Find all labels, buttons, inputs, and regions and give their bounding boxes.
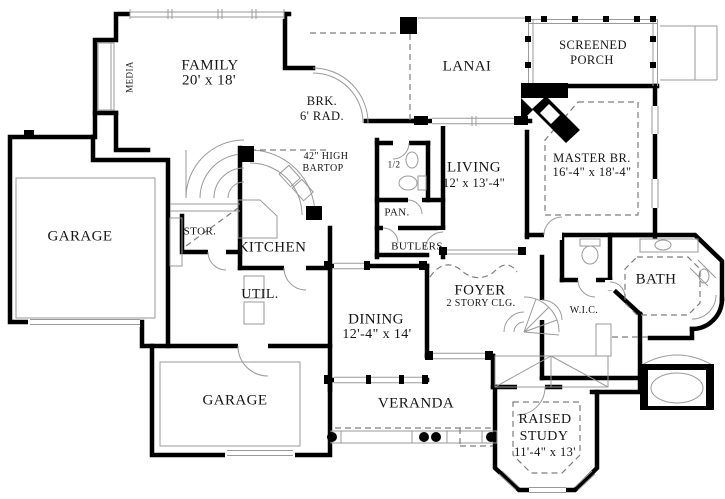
bathtub-icon <box>640 364 714 410</box>
window-jambs <box>324 116 528 384</box>
room-label-study-1: RAISED <box>518 412 572 427</box>
room-label-family: FAMILY <box>181 57 239 74</box>
room-label-bath: BATH <box>635 271 677 288</box>
room-label-butlers: BUTLERS <box>391 240 443 253</box>
label-bartop-2: BARTOP <box>302 163 344 174</box>
room-label-screened: SCREENED <box>559 37 627 52</box>
room-label-media: MEDIA <box>124 61 135 93</box>
room-label-util: UTIL. <box>241 287 279 302</box>
room-label-wic: W.I.C. <box>569 305 599 316</box>
walls <box>7 11 725 493</box>
room-dims-family: 20' x 18' <box>181 72 237 89</box>
room-dims-brk: 6' RAD. <box>300 108 344 123</box>
lanai-column <box>400 17 417 34</box>
room-label-lanai: LANAI <box>442 58 492 75</box>
solid-elements <box>24 16 714 442</box>
wall-pilaster <box>24 130 34 138</box>
label-bartop-1: 42" HIGH <box>303 151 349 162</box>
bartop-end <box>306 206 322 220</box>
thin-details <box>15 9 718 493</box>
room-label-kitchen: KITCHEN <box>237 239 307 256</box>
room-dims-living: 12' x 13'-4" <box>442 175 506 190</box>
porch-posts <box>525 16 656 68</box>
room-label-half-bath: 1/2 <box>387 159 401 170</box>
room-label-veranda: VERANDA <box>377 395 455 412</box>
veranda-columns <box>327 432 496 442</box>
room-label-foyer: FOYER <box>454 282 506 299</box>
room-label-porch: PORCH <box>570 52 614 67</box>
room-label-living: LIVING <box>446 159 502 176</box>
room-label-dining: DINING <box>348 311 404 328</box>
room-label-brk: BRK. <box>306 93 338 108</box>
room-label-study-2: STUDY <box>519 429 569 444</box>
room-label-garage-left: GARAGE <box>47 228 113 245</box>
room-sub-foyer: 2 STORY CLG. <box>446 298 516 309</box>
dashed-details <box>185 32 701 474</box>
room-dims-master: 16'-4" x 18'-4" <box>552 164 632 179</box>
room-label-garage-rear: GARAGE <box>202 392 268 409</box>
room-dims-dining: 12'-4" x 14' <box>342 327 412 342</box>
room-label-pantry: PAN. <box>384 206 410 219</box>
fireplace <box>521 83 580 143</box>
bathtub-basin <box>650 372 704 404</box>
room-dims-study: 11'-4" x 13' <box>514 444 576 459</box>
bartop-end <box>238 146 254 162</box>
room-label-storage: STOR. <box>183 225 217 238</box>
room-label-master: MASTER BR. <box>553 150 631 165</box>
